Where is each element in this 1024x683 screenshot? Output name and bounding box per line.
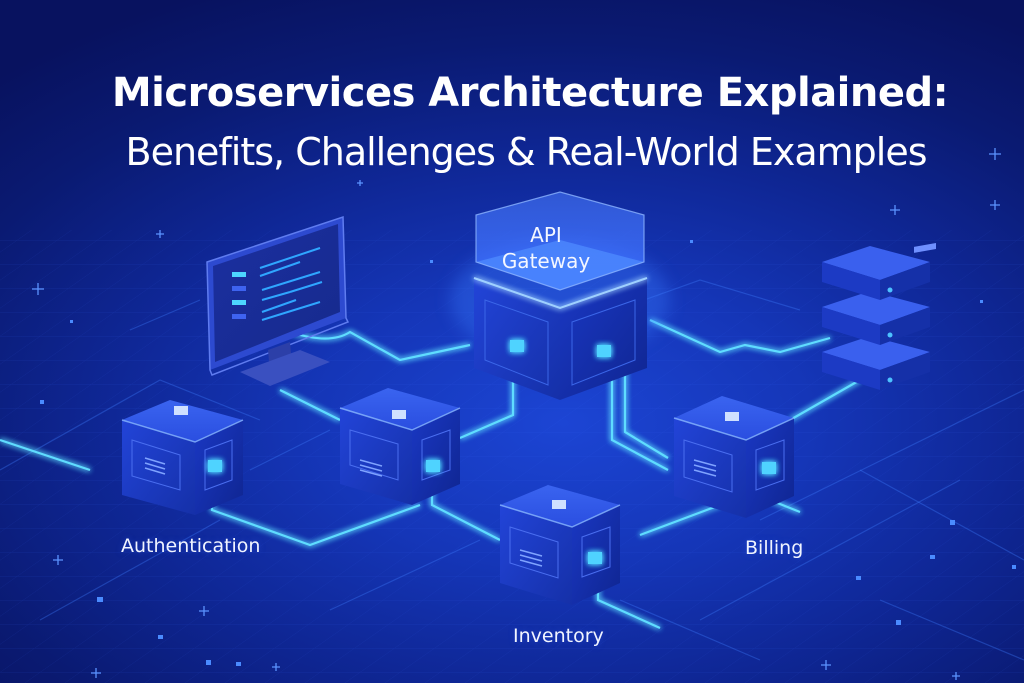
- page-title: Microservices Architecture Explained:: [111, 70, 949, 116]
- api-gateway-block: [450, 191, 670, 400]
- sparkles: [40, 240, 1016, 666]
- link-inventory-billing: [639, 503, 721, 537]
- page-subtitle: Benefits, Challenges & Real-World Exampl…: [125, 130, 928, 174]
- api-gateway-label-line1: API: [530, 223, 562, 247]
- billing-label: Billing: [745, 537, 804, 559]
- client-monitor: [206, 215, 350, 386]
- link-gateway-database: [649, 318, 831, 354]
- link-billing-database: [789, 379, 861, 421]
- service-cube-billing: [673, 396, 795, 518]
- service-cube-inventory: [499, 485, 621, 605]
- star-crosses: [32, 148, 1001, 680]
- api-gateway-label-line2: Gateway: [501, 249, 591, 273]
- authentication-label: Authentication: [121, 535, 261, 557]
- inventory-label: Inventory: [513, 625, 604, 647]
- circuit-traces: [0, 279, 1024, 661]
- service-cube-unlabeled: [339, 388, 461, 505]
- service-cube-authentication: [121, 400, 244, 515]
- server-stack: [822, 242, 936, 390]
- api-gateway-label: API Gateway: [476, 222, 616, 274]
